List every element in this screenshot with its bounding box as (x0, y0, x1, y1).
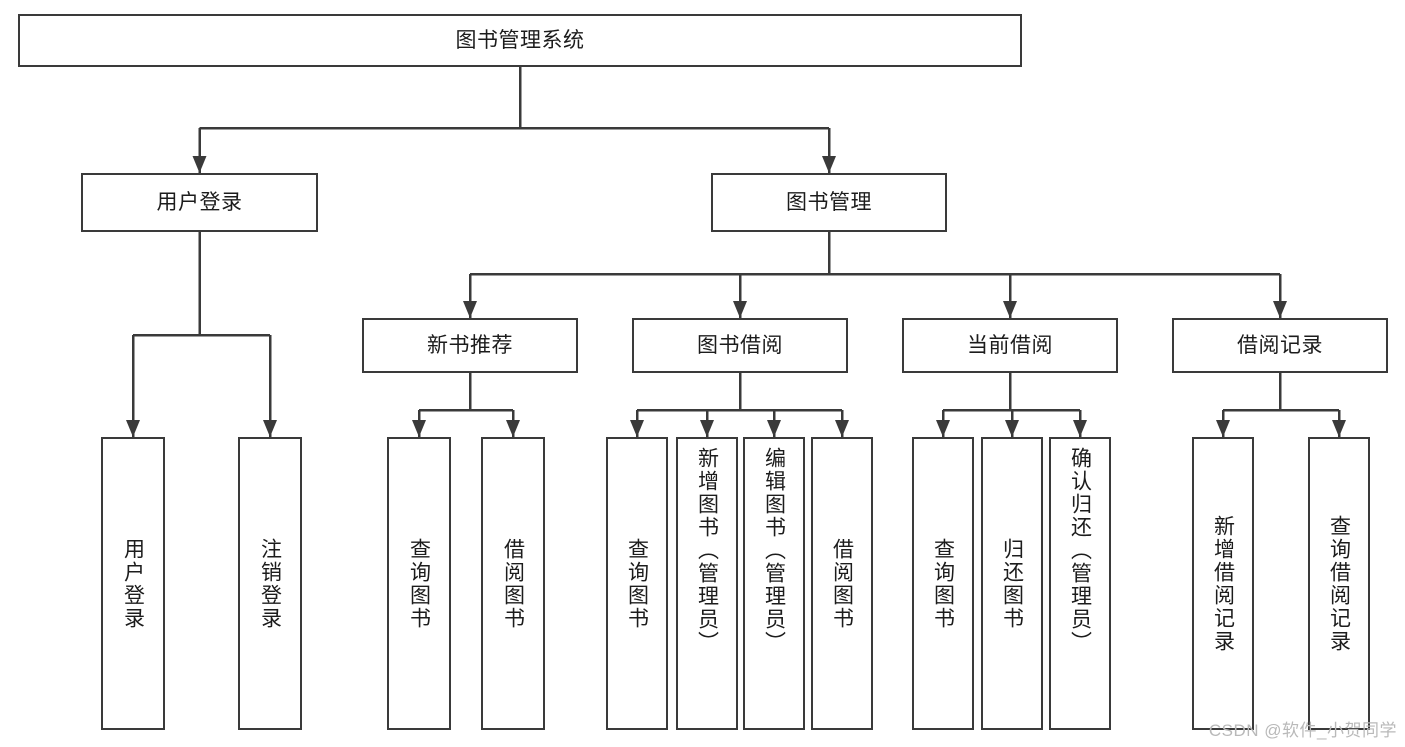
node-current-borrow-label: 当前借阅 (967, 333, 1053, 357)
leaf-borrow-book-2-label: 借阅图书 (830, 537, 854, 630)
node-root[interactable]: 图书管理系统 (18, 14, 1022, 67)
node-borrow-record-label: 借阅记录 (1237, 333, 1323, 357)
leaf-borrow-book-1[interactable]: 借阅图书 (481, 437, 545, 730)
node-user-login-label: 用户登录 (156, 190, 243, 214)
leaf-borrow-book-1-label: 借阅图书 (501, 537, 525, 630)
leaf-query-book-2-label: 查询图书 (625, 537, 649, 630)
leaf-query-borrow-record[interactable]: 查询借阅记录 (1308, 437, 1370, 730)
leaf-borrow-book-2[interactable]: 借阅图书 (811, 437, 873, 730)
leaf-return-book-label: 归还图书 (1000, 537, 1024, 630)
leaf-query-book-1-label: 查询图书 (407, 537, 431, 630)
leaf-query-book-3[interactable]: 查询图书 (912, 437, 974, 730)
node-new-book-recommend[interactable]: 新书推荐 (362, 318, 578, 373)
leaf-add-borrow-record[interactable]: 新增借阅记录 (1192, 437, 1254, 730)
node-user-login[interactable]: 用户登录 (81, 173, 318, 232)
leaf-user-logout[interactable]: 注销登录 (238, 437, 302, 730)
leaf-user-login[interactable]: 用户登录 (101, 437, 165, 730)
leaf-query-book-2[interactable]: 查询图书 (606, 437, 668, 730)
leaf-edit-book-label: 编辑图书（管理员） (762, 447, 786, 654)
leaf-confirm-return-label: 确认归还（管理员） (1068, 447, 1092, 654)
leaf-user-login-label: 用户登录 (121, 537, 145, 630)
leaf-query-book-3-label: 查询图书 (931, 537, 955, 630)
node-new-book-recommend-label: 新书推荐 (427, 333, 513, 357)
csdn-watermark: CSDN @软件_小贺同学 (1208, 721, 1397, 740)
leaf-query-book-1[interactable]: 查询图书 (387, 437, 451, 730)
leaf-user-logout-label: 注销登录 (258, 537, 282, 630)
leaf-edit-book[interactable]: 编辑图书（管理员） (743, 437, 805, 730)
leaf-query-borrow-record-label: 查询借阅记录 (1327, 514, 1351, 653)
node-borrow-record[interactable]: 借阅记录 (1172, 318, 1388, 373)
node-book-manage[interactable]: 图书管理 (711, 173, 947, 232)
leaf-return-book[interactable]: 归还图书 (981, 437, 1043, 730)
node-current-borrow[interactable]: 当前借阅 (902, 318, 1118, 373)
leaf-confirm-return[interactable]: 确认归还（管理员） (1049, 437, 1111, 730)
node-root-label: 图书管理系统 (455, 28, 585, 52)
leaf-add-borrow-record-label: 新增借阅记录 (1211, 514, 1235, 653)
leaf-add-book-label: 新增图书（管理员） (695, 447, 719, 654)
node-book-borrow[interactable]: 图书借阅 (632, 318, 848, 373)
node-book-manage-label: 图书管理 (786, 190, 872, 214)
node-book-borrow-label: 图书借阅 (697, 333, 783, 357)
leaf-add-book[interactable]: 新增图书（管理员） (676, 437, 738, 730)
